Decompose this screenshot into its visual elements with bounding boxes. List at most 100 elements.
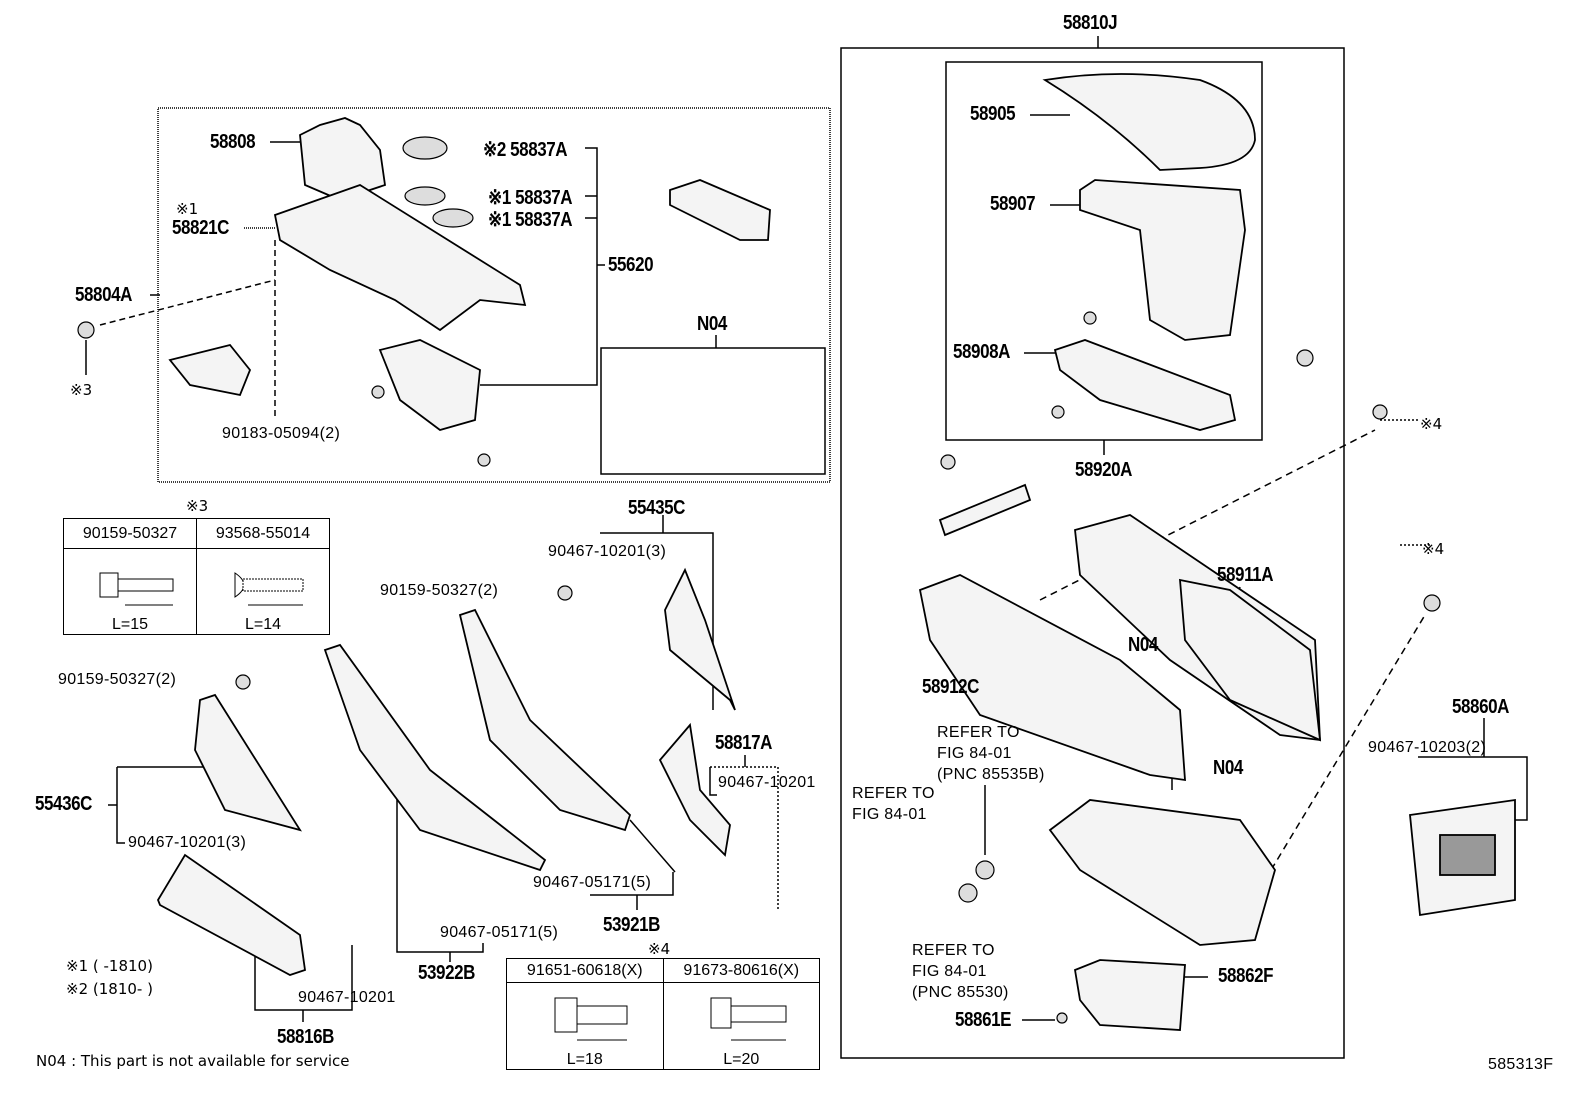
socket-icon bbox=[958, 883, 978, 903]
tapping-screw-icon bbox=[234, 572, 304, 606]
mat-58837A-1a bbox=[404, 186, 446, 206]
rear-vent bbox=[1439, 834, 1496, 876]
mat-58837A-1b bbox=[432, 208, 474, 228]
label-53922B: 53922B bbox=[418, 962, 476, 984]
table3-cell-bolt: L=15 bbox=[63, 548, 197, 635]
part-58905-lid bbox=[1042, 73, 1256, 171]
part-58912C bbox=[918, 574, 1186, 782]
label-mark4a: ※4 bbox=[1420, 415, 1443, 433]
table4-length: L=20 bbox=[723, 1051, 760, 1068]
part-cup-holder bbox=[378, 339, 481, 431]
bolt-icon bbox=[940, 454, 956, 470]
label-58911A: 58911A bbox=[1217, 564, 1274, 586]
part-53922B bbox=[323, 643, 547, 872]
armrest-frame bbox=[840, 47, 1345, 1059]
bolt-icon bbox=[557, 585, 573, 601]
label-90467-10203: 90467-10203(2) bbox=[1368, 739, 1487, 756]
label-58861E: 58861E bbox=[955, 1009, 1012, 1031]
part-58808 bbox=[299, 117, 386, 201]
label-55436C: 55436C bbox=[35, 793, 93, 815]
table4-header: 91651-60618(X) bbox=[506, 958, 664, 983]
label-90159-50327-2a: 90159-50327(2) bbox=[380, 582, 499, 599]
flange-bolt-icon bbox=[99, 572, 174, 606]
label-90159-50327-2b: 90159-50327(2) bbox=[58, 671, 177, 688]
part-58920A-cover bbox=[938, 483, 1032, 537]
label-55620: 55620 bbox=[608, 254, 654, 276]
diagram-id: 585313F bbox=[1488, 1056, 1554, 1073]
refer-line: REFER TO bbox=[912, 942, 995, 959]
part-console-box-55620 bbox=[273, 184, 527, 332]
refer-line: REFER TO bbox=[852, 785, 935, 802]
label-n04-a: N04 bbox=[1128, 634, 1158, 656]
bolt-icon bbox=[477, 453, 491, 467]
label-58837A-2: ※2 58837A bbox=[483, 139, 568, 161]
label-90467-10201a: 90467-10201 bbox=[718, 774, 816, 791]
bolt-icon bbox=[77, 321, 95, 339]
n04-frame bbox=[600, 347, 826, 475]
refer-line: FIG 84-01 bbox=[852, 806, 927, 823]
bolt-icon bbox=[1372, 404, 1388, 420]
label-58862F: 58862F bbox=[1218, 965, 1274, 987]
label-mark3: ※3 bbox=[70, 381, 93, 399]
fastener-table-4: 91651-60618(X) 91673-80616(X) L=18 L=20 bbox=[506, 958, 820, 1070]
label-58905: 58905 bbox=[970, 103, 1016, 125]
label-58837A-1a: ※1 58837A bbox=[488, 187, 573, 209]
table4-length: L=18 bbox=[566, 1051, 603, 1068]
table3-header: 90159-50327 bbox=[63, 518, 197, 549]
footnote-2: ※2 (1810- ) bbox=[66, 980, 153, 998]
label-58821C: 58821C bbox=[172, 217, 230, 239]
table3-length: L=14 bbox=[244, 616, 282, 633]
label-58816B: 58816B bbox=[277, 1026, 335, 1048]
part-58908A bbox=[1053, 339, 1237, 431]
refer-note-85535B: REFER TO FIG 84-01 (PNC 85535B) bbox=[937, 722, 1045, 785]
bolt-icon bbox=[235, 674, 251, 690]
part-53921B bbox=[458, 608, 632, 832]
label-90183-05094: 90183-05094(2) bbox=[222, 425, 341, 442]
table3-cell-screw: L=14 bbox=[196, 548, 330, 635]
label-90467-05171a: 90467-05171(5) bbox=[533, 874, 652, 891]
label-53921B: 53921B bbox=[603, 914, 661, 936]
label-58860A: 58860A bbox=[1452, 696, 1510, 718]
part-55436C bbox=[194, 693, 302, 832]
part-tray bbox=[669, 179, 771, 241]
part-55435C bbox=[664, 567, 736, 711]
label-90467-10201-3a: 90467-10201(3) bbox=[548, 543, 667, 560]
bolt-icon bbox=[1051, 405, 1065, 419]
footnote-n04: N04 : This part is not available for ser… bbox=[36, 1052, 350, 1070]
refer-note-85530: REFER TO FIG 84-01 (PNC 85530) bbox=[912, 940, 1009, 1003]
label-90467-10201b: 90467-10201 bbox=[298, 989, 396, 1006]
label-58804A: 58804A bbox=[75, 284, 133, 306]
refer-line: FIG 84-01 bbox=[937, 745, 1012, 762]
label-58817A: 58817A bbox=[715, 732, 773, 754]
bolt-icon bbox=[1296, 349, 1314, 367]
table3-header: 93568-55014 bbox=[196, 518, 330, 549]
bolt-icon bbox=[371, 385, 385, 399]
label-58908A: 58908A bbox=[953, 341, 1011, 363]
part-bracket bbox=[168, 343, 252, 397]
part-58907 bbox=[1079, 179, 1246, 341]
table4-header: 91673-80616(X) bbox=[662, 958, 820, 983]
hex-bolt-icon bbox=[554, 997, 628, 1041]
table4-mark: ※4 bbox=[648, 940, 671, 958]
refer-note-84-01: REFER TO FIG 84-01 bbox=[852, 783, 935, 825]
part-58862F bbox=[1073, 959, 1186, 1031]
footnote-1: ※1 ( -1810) bbox=[66, 957, 153, 975]
mat-58837A-2 bbox=[402, 136, 448, 160]
refer-line: (PNC 85530) bbox=[912, 984, 1009, 1001]
label-mark1: ※1 bbox=[176, 200, 199, 218]
label-58808: 58808 bbox=[210, 131, 256, 153]
table4-cell-bolt: L=18 bbox=[506, 982, 664, 1070]
socket-icon bbox=[975, 860, 995, 880]
table4-cell-bolt: L=20 bbox=[662, 982, 820, 1070]
label-mark4b: ※4 bbox=[1422, 540, 1445, 558]
refer-line: REFER TO bbox=[937, 724, 1020, 741]
label-n04-b: N04 bbox=[1213, 757, 1243, 779]
part-console-body bbox=[1048, 799, 1276, 946]
refer-line: (PNC 85535B) bbox=[937, 766, 1045, 783]
table3-length: L=15 bbox=[111, 616, 149, 633]
label-90467-05171b: 90467-05171(5) bbox=[440, 924, 559, 941]
label-n04-box: N04 bbox=[697, 313, 727, 335]
label-90467-10201-3b: 90467-10201(3) bbox=[128, 834, 247, 851]
part-58911A-side bbox=[1179, 578, 1322, 742]
